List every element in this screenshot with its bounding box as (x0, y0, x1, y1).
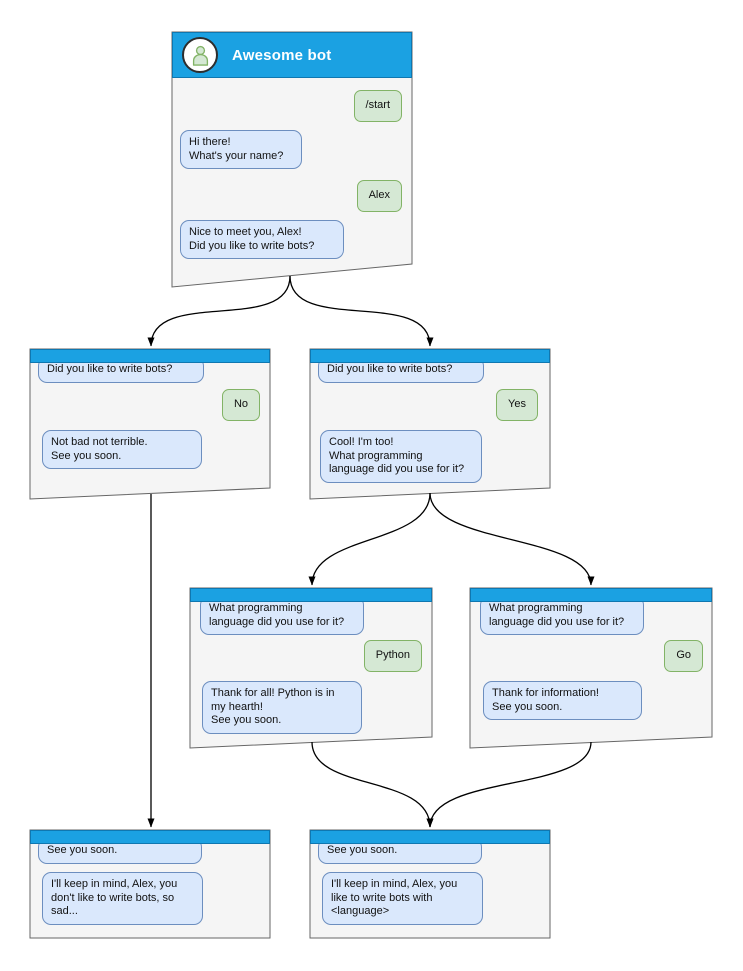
user-message-bubble: Go (664, 640, 703, 672)
titlebar-root: Awesome bot (172, 32, 412, 78)
bot-message-bubble: Hi there! What's your name? (180, 130, 302, 170)
bot-message-bubble: Nice to meet you, Alex! Did you like to … (180, 220, 344, 260)
titlebar-end-yes (310, 830, 550, 844)
user-message-bubble: Alex (356, 180, 402, 212)
bot-message-bubble: Not bad not terrible. See you soon. (42, 430, 202, 470)
titlebar-go-branch (470, 588, 712, 602)
bot-message-bubble: What programming language did you use fo… (200, 596, 364, 636)
titlebar-end-no (30, 830, 270, 844)
bot-message-bubble: I'll keep in mind, Alex, you don't like … (42, 872, 203, 925)
bot-message-bubble: What programming language did you use fo… (480, 596, 644, 636)
arrow-yes-to-go-branch (429, 492, 595, 586)
user-message-bubble: No (221, 389, 260, 421)
user-message-bubble: Yes (496, 389, 538, 421)
bot-message-bubble: I'll keep in mind, Alex, you like to wri… (322, 872, 483, 925)
bot-title: Awesome bot (232, 46, 332, 64)
titlebar-no-branch (30, 349, 270, 363)
bot-message-bubble: Cool! I'm too! What programming language… (320, 430, 482, 483)
arrow-go-to-end-yes (426, 741, 592, 828)
titlebar-python-branch (190, 588, 432, 602)
titlebar-yes-branch (310, 349, 550, 363)
person-icon (192, 45, 208, 66)
bot-message-bubble: Thank for all! Python is in my hearth! S… (202, 681, 362, 734)
arrow-root-to-no-branch (147, 275, 291, 347)
user-message-bubble: Python (363, 640, 422, 672)
bot-message-bubble: Thank for information! See you soon. (483, 681, 642, 721)
bot-avatar (182, 37, 218, 73)
user-message-bubble: /start (353, 90, 402, 122)
arrow-yes-to-python-branch (308, 492, 431, 586)
arrow-root-to-yes-branch (289, 275, 434, 347)
bot-message-bubble: See you soon. (38, 838, 202, 864)
arrow-python-to-end-yes (311, 741, 434, 828)
